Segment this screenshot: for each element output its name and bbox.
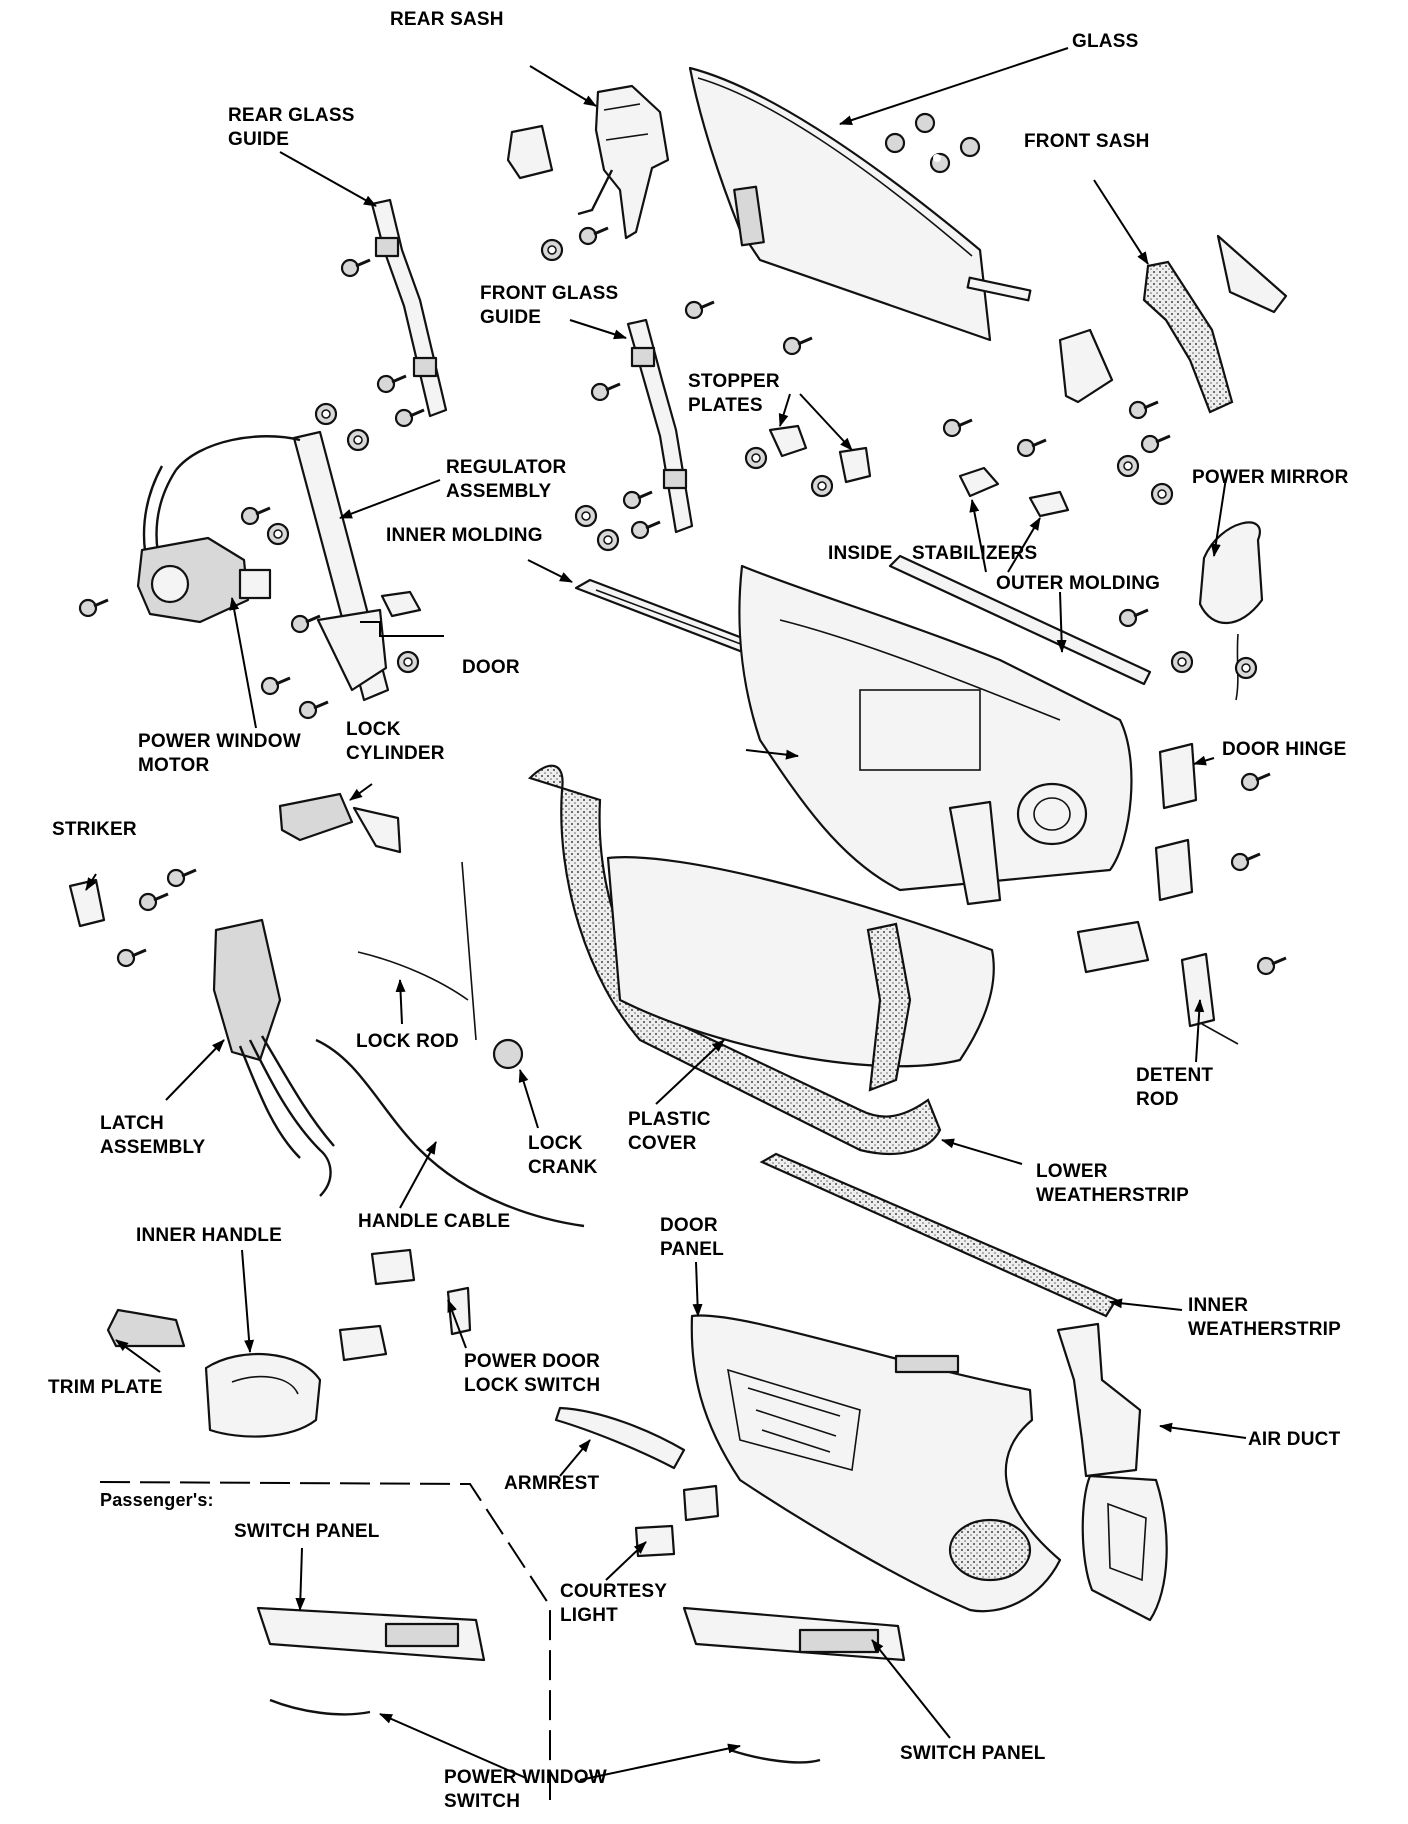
lock-rod-part: [357, 861, 477, 1041]
label-lower-weatherstrip: LOWER WEATHERSTRIP: [1036, 1161, 1189, 1206]
label-inner-molding: INNER MOLDING: [386, 525, 543, 546]
rear-sash-part: [506, 84, 670, 240]
label-door-hinge: DOOR HINGE: [1222, 739, 1347, 760]
plastic-cover-part: [606, 856, 995, 1092]
label-passengers: Passenger's:: [100, 1490, 214, 1510]
label-lock-crank: LOCK CRANK: [528, 1133, 598, 1178]
air-duct-part: [1056, 1322, 1168, 1622]
label-switch-panel-driver: SWITCH PANEL: [900, 1743, 1046, 1764]
label-courtesy-light: COURTESY LIGHT: [560, 1581, 668, 1626]
latch-assembly-part: [212, 918, 335, 1197]
label-switch-panel-passenger: SWITCH PANEL: [234, 1521, 380, 1542]
front-sash-part: [1058, 234, 1288, 414]
label-door: DOOR: [462, 657, 520, 678]
label-detent-rod: DETENT ROD: [1136, 1065, 1214, 1110]
label-inner-weatherstrip: INNER WEATHERSTRIP: [1188, 1295, 1341, 1340]
label-door-panel: DOOR PANEL: [660, 1215, 724, 1260]
stabilizers-part: [958, 466, 1070, 518]
rear-glass-guide-part: [370, 198, 448, 418]
label-stopper-plates: STOPPER PLATES: [688, 371, 780, 416]
label-power-window-switch: POWER WINDOW SWITCH: [444, 1767, 607, 1812]
label-stabilizers: STABILIZERS: [912, 543, 1038, 564]
label-striker: STRIKER: [52, 819, 137, 840]
label-front-sash: FRONT SASH: [1024, 131, 1150, 152]
power-window-motor-part: [136, 536, 272, 624]
label-outer-molding: OUTER MOLDING: [996, 573, 1161, 594]
inner-handle-part: [204, 1352, 322, 1438]
glass-part: [688, 66, 1032, 342]
switch-panel-driver-part: [682, 1606, 906, 1764]
door-shell-part: [738, 564, 1133, 906]
label-rear-sash: REAR SASH: [390, 9, 504, 30]
label-rear-glass-guide: REAR GLASS GUIDE: [228, 105, 355, 150]
armrest-part: [554, 1406, 686, 1470]
label-inner-handle: INNER HANDLE: [136, 1225, 282, 1246]
courtesy-light-part: [634, 1484, 720, 1558]
front-glass-guide-part: [626, 318, 694, 534]
label-power-mirror: POWER MIRROR: [1192, 467, 1349, 488]
lock-crank-part: [492, 1038, 524, 1070]
switch-panel-passenger-part: [256, 1606, 486, 1716]
leader-lines: [85, 47, 1247, 1781]
label-regulator-assembly: REGULATOR ASSEMBLY: [446, 457, 567, 502]
detent-rod-part: [1076, 920, 1239, 1045]
label-armrest: ARMREST: [504, 1473, 600, 1494]
label-power-door-lock-switch: POWER DOOR LOCK SWITCH: [464, 1351, 601, 1396]
label-plastic-cover: PLASTIC COVER: [628, 1109, 711, 1154]
trim-plate-part: [106, 1308, 186, 1348]
door-hinge-part: [1154, 742, 1198, 902]
handle-cable-part: [315, 1038, 585, 1228]
lock-cylinder-part: [278, 792, 402, 854]
label-inside: INSIDE: [828, 543, 893, 564]
label-air-duct: AIR DUCT: [1248, 1429, 1341, 1450]
door-panel-part: [690, 1314, 1062, 1613]
label-lock-rod: LOCK ROD: [356, 1031, 459, 1052]
label-trim-plate: TRIM PLATE: [48, 1377, 163, 1398]
label-front-glass-guide: FRONT GLASS GUIDE: [480, 283, 619, 328]
passenger-divider: [99, 1481, 551, 1800]
stopper-plates-part: [768, 424, 872, 484]
label-glass: GLASS: [1072, 31, 1139, 52]
label-handle-cable: HANDLE CABLE: [358, 1211, 511, 1232]
label-lock-cylinder: LOCK CYLINDER: [346, 719, 445, 764]
label-latch-assembly: LATCH ASSEMBLY: [100, 1113, 206, 1158]
label-power-window-motor: POWER WINDOW MOTOR: [138, 731, 301, 776]
